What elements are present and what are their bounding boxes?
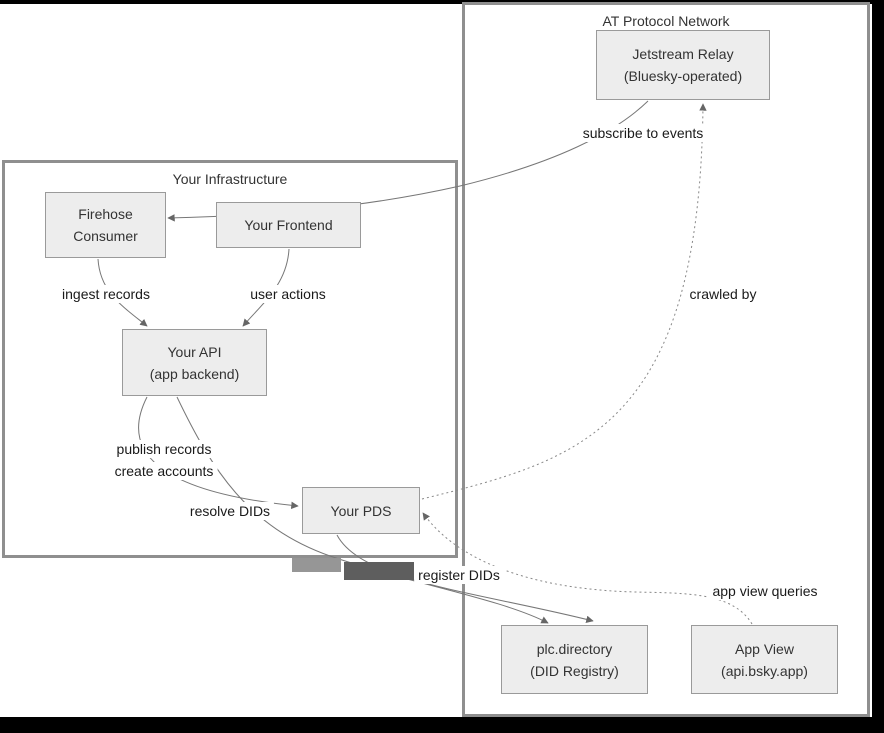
edge-resolve-dids bbox=[176, 396, 549, 624]
node-sublabel: (api.bsky.app) bbox=[721, 662, 808, 679]
edge-crawled-by bbox=[421, 103, 707, 500]
node-your-api: Your API (app backend) bbox=[122, 329, 267, 396]
node-label: Firehose bbox=[78, 206, 133, 222]
node-label: Your PDS bbox=[330, 502, 392, 519]
node-jetstream-relay: Jetstream Relay (Bluesky-operated) bbox=[596, 30, 770, 100]
container-title-your-infrastructure: Your Infrastructure bbox=[172, 171, 288, 187]
node-sublabel: (app backend) bbox=[149, 365, 240, 382]
node-sublabel: (DID Registry) bbox=[530, 662, 619, 679]
node-label: Your API bbox=[167, 343, 222, 360]
node-plc-directory: plc.directory (DID Registry) bbox=[501, 625, 648, 694]
container-title-at-protocol-network: AT Protocol Network bbox=[602, 13, 730, 29]
edge-label-publish-records: publish records bbox=[112, 440, 216, 458]
node-sublabel: Consumer bbox=[73, 228, 138, 244]
node-app-view: App View (api.bsky.app) bbox=[691, 625, 838, 694]
edge-register-dids bbox=[336, 534, 594, 623]
node-your-pds: Your PDS bbox=[302, 487, 420, 534]
node-label: Jetstream Relay bbox=[632, 46, 734, 62]
node-sublabel: (Bluesky-operated) bbox=[623, 68, 743, 84]
edge-label-ingest-records: ingest records bbox=[58, 285, 154, 303]
node-label: plc.directory bbox=[536, 640, 613, 657]
node-firehose-consumer: Firehose Consumer bbox=[45, 192, 166, 258]
edge-label-resolve-dids: resolve DIDs bbox=[185, 502, 275, 520]
edge-subscribe-to-events bbox=[167, 100, 649, 222]
edge-label-register-dids: register DIDs bbox=[414, 566, 504, 584]
edge-app-view-queries bbox=[422, 512, 753, 625]
node-label: Your Frontend bbox=[244, 217, 333, 233]
edge-label-app-view-queries: app view queries bbox=[708, 582, 822, 600]
edge-label-subscribe-to-events: subscribe to events bbox=[578, 124, 708, 142]
node-label: App View bbox=[735, 640, 794, 657]
selection-artifact-1 bbox=[292, 558, 341, 572]
node-your-frontend: Your Frontend bbox=[216, 202, 361, 248]
edge-label-create-accounts: create accounts bbox=[110, 462, 218, 480]
selection-artifact-2 bbox=[344, 562, 414, 580]
edge-label-crawled-by: crawled by bbox=[685, 285, 761, 303]
edge-label-user-actions: user actions bbox=[246, 285, 330, 303]
